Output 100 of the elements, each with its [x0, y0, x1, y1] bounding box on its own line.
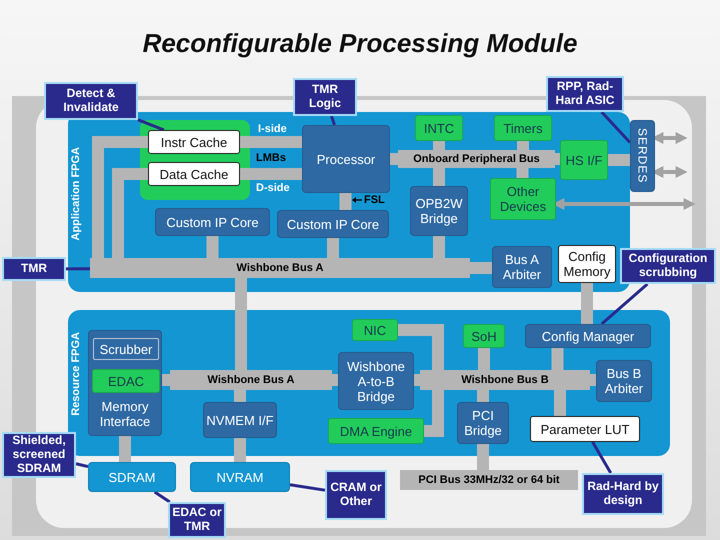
bus-connector: [390, 153, 398, 165]
memory-block: [148, 130, 240, 154]
bus-connector: [327, 238, 339, 258]
bus-connector: [234, 438, 246, 462]
bus-connector: [477, 390, 489, 402]
callout-box: [2, 257, 66, 281]
memory-block: [148, 162, 240, 186]
bus-connector: [516, 168, 528, 178]
scrubber-box: [93, 338, 159, 360]
bus-connector: [112, 168, 148, 258]
bus-connector: [206, 236, 218, 258]
bus-connector: [581, 283, 593, 324]
box-label: Parameter LUT: [540, 422, 630, 436]
serdes-box: [630, 120, 655, 192]
module-box: [596, 360, 652, 402]
box-label: Custom IP Core: [286, 216, 380, 232]
module-box: [525, 324, 651, 348]
bus-label: LMBs: [256, 153, 286, 164]
bus-connector: [608, 154, 630, 166]
leader-line: [154, 490, 171, 504]
module-box: [338, 352, 414, 410]
leader-line: [330, 116, 336, 126]
box-label: Scrubber: [100, 342, 152, 356]
bus-connector: [119, 436, 131, 462]
leader-line: [290, 483, 326, 492]
leader-line: [600, 282, 648, 326]
callout-box: [582, 473, 664, 515]
diagram-title: Reconfigurable Processing Module: [142, 28, 578, 59]
box-label: EDAC: [108, 374, 144, 388]
leader-line: [66, 267, 90, 270]
peripheral-box: [328, 418, 424, 444]
box-label: Wishbone A-to-B Bridge: [346, 358, 406, 404]
bus-connector: [478, 348, 490, 370]
peripheral-box: [463, 324, 505, 348]
bus-connector: [433, 168, 445, 186]
leader-line: [591, 441, 612, 474]
callout-box: [293, 78, 357, 116]
fpga-panel: [68, 310, 670, 456]
box-label: NIC: [364, 322, 386, 338]
bus-connector: [424, 390, 444, 437]
box-label: Timers: [503, 120, 543, 136]
callout-text: RPP, Rad-Hard ASIC: [554, 80, 616, 108]
memory-block: [530, 416, 640, 442]
module-box: [88, 330, 162, 436]
callout-text: Detect & Invalidate: [62, 87, 120, 115]
cache-group: [140, 120, 250, 200]
fpga-panel: [68, 112, 630, 292]
callout-box: [620, 248, 716, 284]
box-label: OPB2W Bridge: [414, 196, 464, 226]
bus-connector: [92, 136, 148, 258]
leader-line: [600, 110, 632, 144]
box-label: Memory Interface: [98, 399, 152, 429]
module-box: [277, 210, 389, 238]
peripheral-box: [92, 369, 160, 393]
callout-text: EDAC or TMR: [171, 506, 223, 534]
callout-box: [325, 470, 387, 520]
callout-text: CRAM or Other: [329, 481, 383, 509]
box-label: Config Memory: [562, 249, 612, 279]
box-label: HS I/F: [566, 152, 602, 168]
bus-connector: [552, 348, 564, 370]
module-box: [155, 208, 270, 236]
bus-connector: [234, 390, 246, 402]
box-label: NVRAM: [216, 470, 264, 484]
bus-label: Wishbone Bus A: [236, 262, 324, 274]
box-label: PCI Bridge: [463, 408, 503, 438]
callout-text: Shielded, screened SDRAM: [11, 434, 67, 476]
edge-label: D-side: [256, 183, 290, 194]
box-label: Bus B Arbiter: [604, 366, 644, 396]
module-box: [302, 125, 390, 193]
bus-connector: [340, 193, 352, 210]
bus-connector: [555, 153, 560, 165]
peripheral-box: [415, 115, 463, 141]
bus-connector: [554, 390, 566, 416]
box-label: Other Devices: [498, 184, 548, 214]
bus-label: Wishbone Bus B: [461, 374, 549, 386]
box-label: SDRAM: [108, 470, 156, 484]
module-box: [492, 246, 552, 288]
bus-label: PCI Bus 33MHz/32 or 64 bit: [418, 474, 560, 486]
box-label: Data Cache: [160, 166, 228, 182]
callout-text: TMR Logic: [308, 83, 342, 111]
callout-text: Configuration scrubbing: [628, 252, 708, 280]
bus-bar: [400, 470, 578, 490]
bus-connector: [240, 168, 302, 180]
bus-connector: [332, 374, 338, 386]
callout-box: [2, 432, 76, 478]
bus-connector: [517, 141, 529, 150]
box-label: Config Manager: [542, 328, 634, 344]
bus-bar: [90, 258, 470, 278]
bus-connector: [240, 136, 302, 148]
module-box: [457, 402, 509, 444]
bus-connector: [590, 374, 596, 386]
panel-label: Resource FPGA: [70, 332, 82, 416]
box-label: Processor: [316, 152, 376, 166]
bus-connector: [398, 324, 444, 370]
box-label: Custom IP Core: [166, 214, 259, 230]
callout-box: [44, 82, 138, 120]
bus-connector: [414, 374, 420, 386]
bus-connector: [477, 444, 489, 470]
box-label: NVMEM I/F: [206, 412, 274, 428]
bus-connector: [470, 262, 492, 274]
